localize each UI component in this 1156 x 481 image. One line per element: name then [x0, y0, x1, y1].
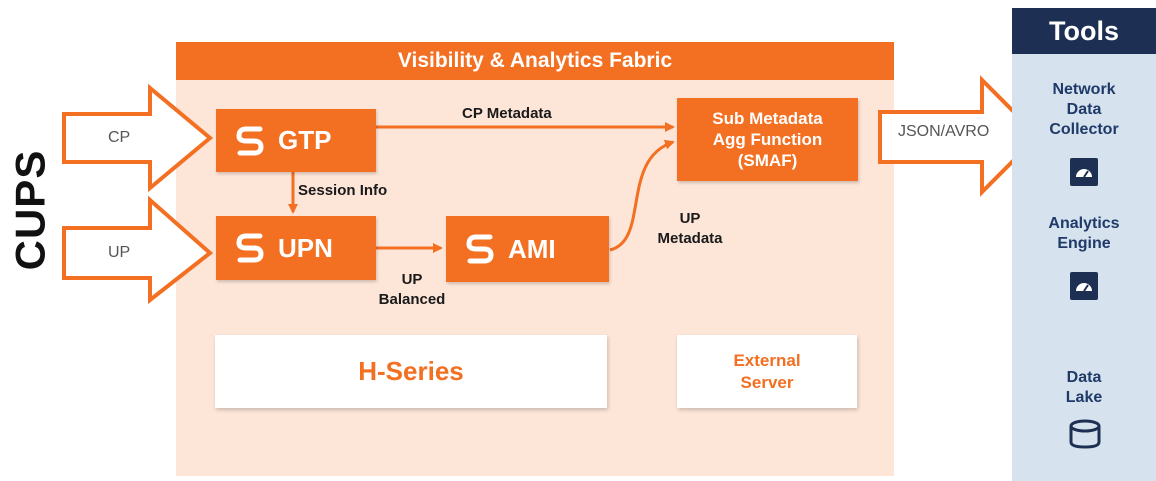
ndc-line-3: Collector	[1049, 121, 1119, 138]
ae-line-2: Engine	[1057, 235, 1111, 252]
smaf-line-3: (SMAF)	[737, 151, 798, 170]
smaf-line-1: Sub Metadata	[712, 109, 823, 128]
up-metadata-connector	[609, 139, 675, 252]
database-icon	[1069, 419, 1101, 449]
up-input-arrow	[62, 195, 214, 305]
ami-node: AMI	[446, 216, 609, 282]
network-data-collector-label: Network Data Collector	[1024, 80, 1144, 140]
cp-input-label: CP	[108, 129, 131, 146]
dl-line-2: Lake	[1065, 389, 1103, 406]
brand-logo-icon	[466, 234, 494, 264]
output-arrow	[878, 75, 1041, 197]
up-input-label: UP	[108, 244, 131, 261]
up-metadata-label: UP Metadata	[650, 209, 730, 249]
cp-metadata-label: CP Metadata	[462, 105, 552, 122]
analytics-engine-label: Analytics Engine	[1024, 214, 1144, 254]
h-series-box: H-Series	[215, 335, 607, 408]
data-lake-label: Data Lake	[1024, 368, 1144, 408]
external-server-line-2: Server	[740, 372, 794, 392]
up-balanced-line-2: Balanced	[378, 291, 446, 308]
ami-label: AMI	[508, 233, 556, 264]
ndc-line-2: Data	[1066, 101, 1102, 118]
ndc-line-1: Network	[1052, 81, 1116, 98]
upn-label: UPN	[278, 232, 333, 263]
upn-node: UPN	[216, 216, 376, 280]
up-metadata-line-2: Metadata	[657, 230, 723, 247]
h-series-label: H-Series	[358, 356, 464, 386]
cp-input-arrow	[62, 83, 214, 193]
session-info-label: Session Info	[298, 182, 388, 199]
up-balanced-line-1: UP	[401, 271, 423, 288]
up-metadata-line-1: UP	[679, 210, 701, 227]
tools-title: Tools	[1012, 8, 1156, 54]
fabric-title: Visibility & Analytics Fabric	[176, 42, 894, 80]
external-server-box: External Server	[677, 335, 857, 408]
up-balanced-label: UP Balanced	[372, 270, 452, 310]
external-server-line-1: External	[733, 350, 801, 370]
smaf-line-2: Agg Function	[712, 130, 823, 149]
gtp-node: GTP	[216, 109, 376, 172]
ae-line-1: Analytics	[1048, 215, 1120, 232]
gauge-icon	[1070, 272, 1098, 300]
brand-logo-icon	[236, 233, 264, 263]
gtp-label: GTP	[278, 125, 332, 155]
gauge-icon	[1070, 158, 1098, 186]
json-avro-label: JSON/AVRO	[898, 123, 990, 140]
tools-panel	[1012, 8, 1156, 481]
brand-logo-icon	[236, 126, 264, 155]
dl-line-1: Data	[1066, 369, 1102, 386]
smaf-node: Sub Metadata Agg Function (SMAF)	[677, 98, 858, 181]
